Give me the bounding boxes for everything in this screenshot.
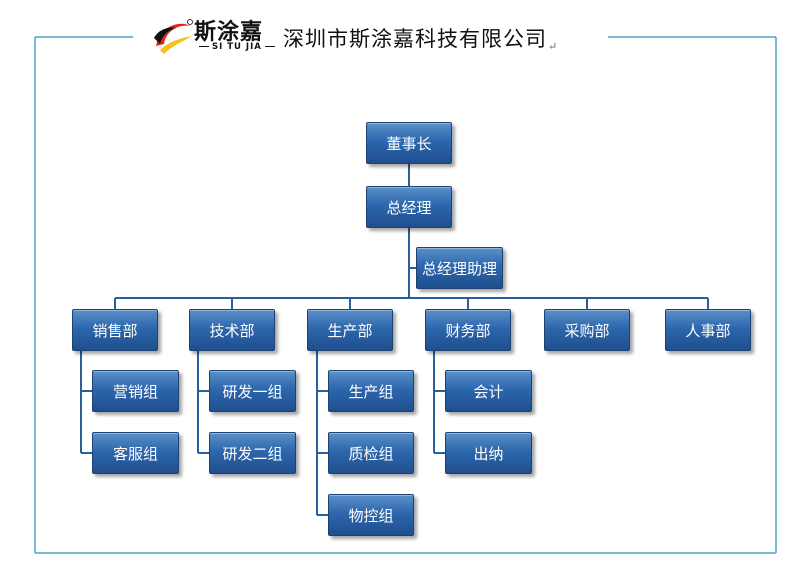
paragraph-mark: ↵ [548,40,559,53]
node-gm-assistant: 总经理助理 [416,247,503,289]
node-team-accounting: 会计 [445,370,532,412]
node-dept-hr: 人事部 [665,309,751,351]
node-team-rnd-1: 研发一组 [209,370,296,412]
node-team-material-control: 物控组 [328,494,414,536]
node-team-marketing: 营销组 [92,370,179,412]
node-team-rnd-2: 研发二组 [209,432,296,474]
node-dept-production: 生产部 [307,309,393,351]
node-team-cashier: 出纳 [445,432,532,474]
swoosh-logo-icon [154,19,193,54]
frame-border [34,36,777,554]
node-general-manager: 总经理 [366,186,452,228]
logo-brand-text: 斯涂嘉 [194,20,264,45]
node-team-production: 生产组 [328,370,414,412]
company-name: 深圳市斯涂嘉科技有限公司↵ [283,23,558,53]
node-team-customer-service: 客服组 [92,432,179,474]
connector-lines [80,164,709,516]
node-dept-purchasing: 采购部 [544,309,630,351]
company-logo: 斯涂嘉 SI TU JIA [150,14,280,56]
node-dept-technology: 技术部 [189,309,275,351]
logo-subtitle-text: SI TU JIA [196,42,278,52]
node-team-quality: 质检组 [328,432,414,474]
node-dept-finance: 财务部 [425,309,511,351]
node-chairman: 董事长 [366,122,452,164]
company-name-text: 深圳市斯涂嘉科技有限公司 [283,27,547,51]
node-dept-sales: 销售部 [72,309,158,351]
